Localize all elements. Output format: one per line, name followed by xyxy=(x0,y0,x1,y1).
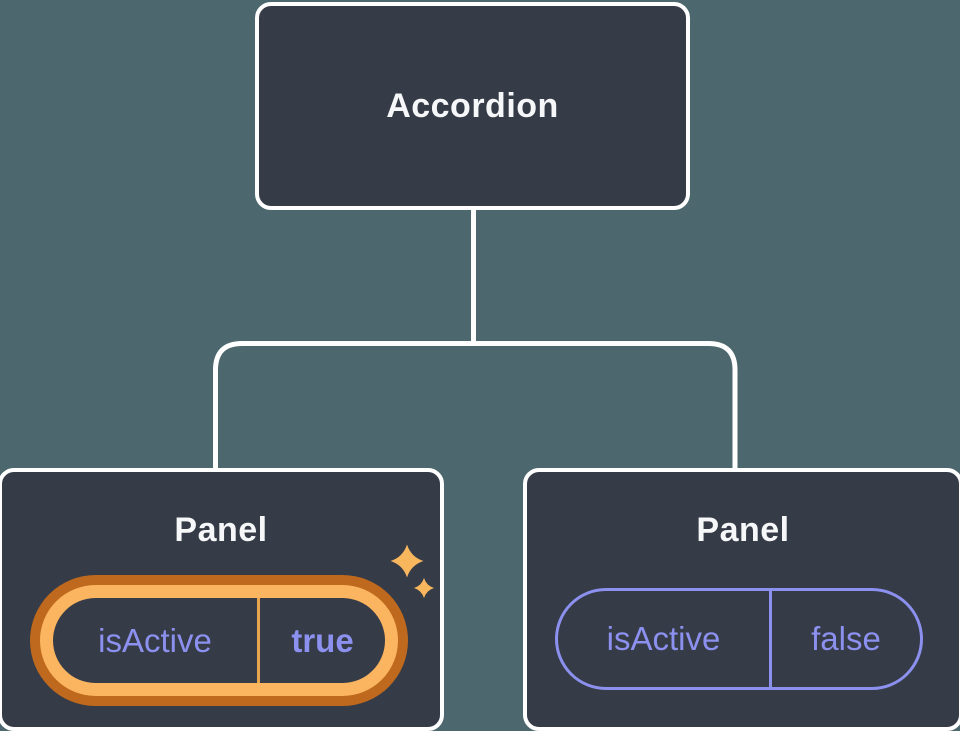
prop-name: isActive xyxy=(606,620,721,657)
panel-title: Panel xyxy=(696,511,790,549)
panel-node-inactive: Panel isActive false xyxy=(523,468,960,731)
root-node-accordion: Accordion xyxy=(255,2,690,210)
panel-title: Panel xyxy=(174,511,268,549)
prop-value: false xyxy=(769,591,920,687)
prop-pill-highlight-ring: isActive true xyxy=(30,575,408,706)
prop-pill-active: isActive true xyxy=(53,598,385,683)
sparkle-icon-large xyxy=(390,544,424,578)
prop-value: true xyxy=(257,598,385,683)
sparkle-icon-small xyxy=(414,578,434,598)
root-node-label: Accordion xyxy=(386,86,559,125)
sparkle-icon xyxy=(390,544,434,598)
panel-node-active: Panel isActive true xyxy=(0,468,444,731)
prop-pill-inactive: isActive false xyxy=(555,588,923,690)
prop-name: isActive xyxy=(98,621,212,659)
prop-pill-highlight-inner-ring: isActive true xyxy=(40,585,398,696)
